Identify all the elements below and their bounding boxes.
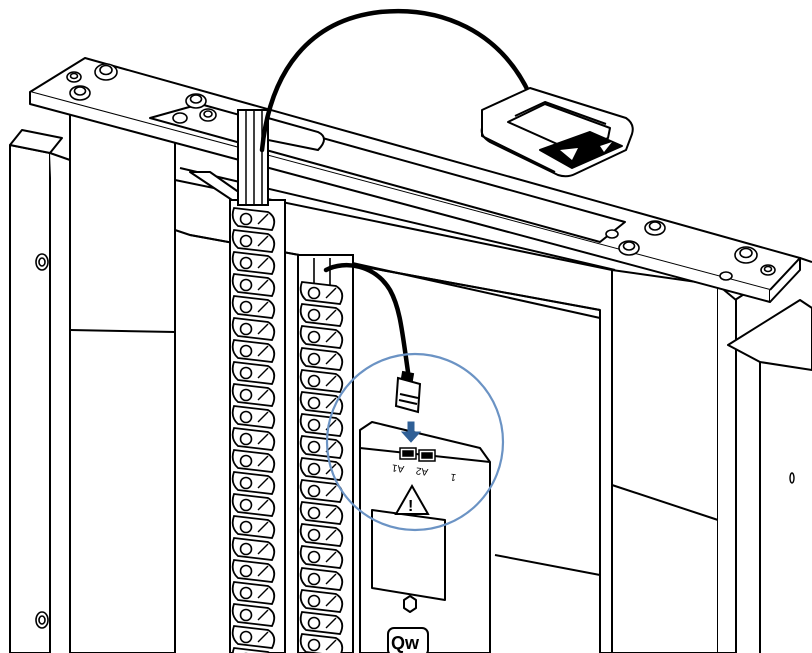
chain-link: [299, 589, 344, 613]
right-leg-hole: [789, 472, 795, 484]
lifting-column-right: [297, 254, 354, 653]
chain-link: [231, 625, 276, 649]
chain-link: [231, 273, 276, 297]
chain-links-right: [299, 281, 344, 653]
handset-cable: [259, 8, 533, 153]
chain-link: [231, 339, 276, 363]
chain-link: [231, 405, 276, 429]
chain-link: [231, 603, 276, 627]
chain-link: [299, 567, 344, 591]
port-label-a1: A1: [391, 461, 405, 474]
control-handset: [480, 87, 634, 178]
handset-buttons[interactable]: [560, 142, 612, 160]
chain-link: [231, 207, 276, 231]
lifting-column-left: [229, 109, 286, 653]
chain-link: [299, 457, 344, 481]
brand-logo: Qw: [391, 633, 420, 653]
chain-link: [299, 369, 344, 393]
left-leg-bolts: [35, 253, 49, 629]
chain-link: [299, 413, 344, 437]
cable-plug: [394, 370, 422, 414]
chain-link: [299, 281, 344, 305]
crossbar-bolts: [66, 63, 776, 281]
port-label-1: 1: [449, 471, 456, 483]
chain-link: [231, 537, 276, 561]
chain-link: [231, 471, 276, 495]
chain-link: [299, 501, 344, 525]
connection-cable: [323, 262, 411, 375]
chain-link: [231, 251, 276, 275]
chain-link: [299, 479, 344, 503]
chain-link: [299, 435, 344, 459]
insert-arrow-icon: [400, 421, 422, 443]
down-arrow-icon[interactable]: [560, 148, 578, 160]
chain-link: [231, 449, 276, 473]
chain-link: [231, 581, 276, 605]
right-leg: [611, 257, 812, 653]
control-box-ports: [399, 447, 436, 462]
chain-link: [231, 559, 276, 583]
chain-link: [231, 229, 276, 253]
chain-link: [231, 383, 276, 407]
port-label-a2: A2: [415, 464, 429, 477]
chain-link: [231, 295, 276, 319]
left-leg: [9, 95, 196, 653]
chain-link: [231, 427, 276, 451]
chain-link: [231, 317, 276, 341]
warning-icon: !: [394, 483, 430, 515]
control-box: [359, 421, 491, 653]
up-arrow-icon[interactable]: [600, 142, 612, 152]
chain-link: [299, 347, 344, 371]
svg-text:!: !: [408, 498, 413, 515]
chain-links-left: [231, 207, 276, 653]
chain-link: [299, 523, 344, 547]
chain-link: [231, 493, 276, 517]
highlight-circle: [325, 352, 505, 532]
chain-link: [299, 325, 344, 349]
chain-link: [299, 545, 344, 569]
chain-link: [299, 303, 344, 327]
chain-link: [299, 611, 344, 635]
chain-link: [231, 515, 276, 539]
chain-link: [231, 647, 271, 653]
chain-link: [231, 361, 276, 385]
chain-link: [299, 633, 344, 653]
